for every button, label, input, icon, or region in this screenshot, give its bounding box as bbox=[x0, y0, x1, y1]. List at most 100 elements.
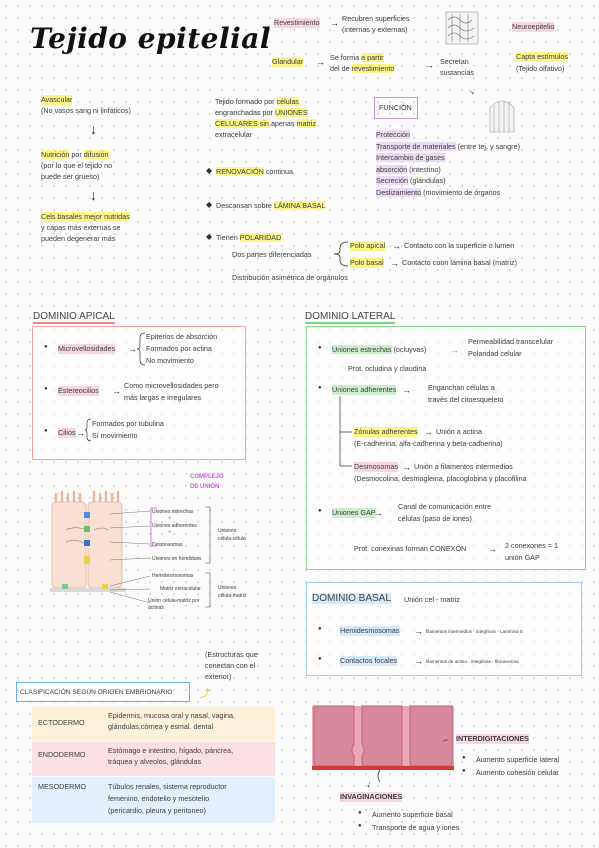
dominio-lateral-box bbox=[306, 326, 586, 570]
funcion-item: Intercambio de gases bbox=[376, 153, 445, 162]
estereo-text-2: más largas e irregulares bbox=[124, 393, 202, 402]
clasificacion-row-text: femenino, endotelio y mesotelio bbox=[108, 794, 210, 803]
curved-arrow-icon: ⤴ bbox=[200, 689, 210, 700]
estereocilios-label: Estereocilios bbox=[58, 386, 99, 396]
diagram-label: Uniones adherentes bbox=[152, 523, 197, 529]
funcion-heading: FUNCIÓN bbox=[379, 103, 412, 112]
connector-lines bbox=[339, 396, 352, 467]
clasificacion-row-text: Estómago e intestino, hígado, páncrea, bbox=[108, 746, 234, 755]
revestimiento-label: Revestimiento bbox=[274, 18, 320, 28]
diagram-label: Desmosomas bbox=[152, 542, 183, 548]
cell-junction-illustration bbox=[50, 490, 126, 592]
funcion-item: Transporte de materiales (entre tej. y s… bbox=[376, 141, 520, 151]
bullet-icon: ● bbox=[462, 755, 466, 761]
por-lo-text-1: (por lo que el tejido no bbox=[41, 161, 113, 170]
hemidesmosomas-desc: filamentos intermedios - integrinas - La… bbox=[426, 629, 523, 634]
arrow-icon: → bbox=[465, 84, 480, 98]
clasificacion-heading: CLASIFICACIÓN SEGÚN ORIGEN EMBRIONARIO bbox=[20, 689, 173, 696]
invag-item: Aumento superficie basal bbox=[372, 810, 453, 819]
arrow-icon: → bbox=[128, 344, 137, 354]
polo-basal-label: Polo basal bbox=[350, 258, 384, 268]
zonulas-label: Zónulas adherentes bbox=[354, 427, 418, 437]
contactos-focales-label: Contactos focales bbox=[340, 656, 398, 666]
conexinas-text: Prot. conexinas forman CONEXÓN bbox=[354, 544, 467, 553]
arrow-icon: → bbox=[374, 508, 383, 518]
uniones-cm-2: célula-matriz bbox=[218, 593, 247, 599]
bullet-icon: ● bbox=[358, 810, 362, 816]
arrow-icon: → bbox=[402, 462, 411, 472]
tejido-olfativo: (Tejido olfativo) bbox=[516, 64, 565, 73]
dominio-basal-heading: DOMINIO BASAL bbox=[312, 593, 391, 604]
capas-text-2: pueden degenerar más bbox=[41, 234, 116, 243]
descansan-text: Descansan sobre LÁMINA BASAL bbox=[216, 201, 326, 210]
union-filamentos-text: Unión a filamentos intermedios bbox=[414, 462, 513, 471]
complejo-bracket bbox=[150, 507, 157, 547]
canal-text-2: células (paso de iones) bbox=[398, 514, 472, 523]
clasificacion-heading-box bbox=[16, 682, 190, 702]
canal-text-1: Canal de comunicación entre bbox=[398, 502, 492, 511]
clasificacion-row-name: MESODERMO bbox=[38, 782, 86, 791]
distribucion-text: Distribución asimétrica de orgánulos bbox=[232, 273, 348, 282]
permeabilidad-text: Permeabilidad transcelular bbox=[468, 337, 554, 346]
arrow-icon: → bbox=[450, 345, 459, 355]
avascular-label: Avascular bbox=[41, 95, 73, 105]
estereo-text-1: Como microvellosidades pero bbox=[124, 381, 219, 390]
diamond-bullet-icon: ◆ bbox=[206, 232, 213, 241]
desmocolina-text: (Desmocolina, desmogleina, placoglobina … bbox=[354, 474, 527, 483]
bullet-icon: ● bbox=[44, 344, 48, 350]
diagram-brackets bbox=[205, 506, 211, 608]
diamond-bullet-icon: ◆ bbox=[206, 200, 213, 209]
epithelium-illustration bbox=[445, 11, 479, 45]
diamond-bullet-icon: ◆ bbox=[206, 166, 213, 175]
capas-text-1: y capas más externas se bbox=[41, 223, 121, 232]
diagram-plus: + bbox=[168, 516, 172, 522]
bullet-icon: ● bbox=[318, 626, 322, 632]
tienen-text: Tienen POLARIDAD bbox=[216, 233, 282, 242]
interdigitaciones-illustration bbox=[312, 705, 454, 783]
gland-illustration bbox=[489, 100, 515, 133]
renovacion-text: RENOVACIÓN continua bbox=[216, 167, 293, 176]
bullet-icon: ● bbox=[318, 656, 322, 662]
desmosomas-label: Desmosomas bbox=[354, 462, 398, 472]
diagram-label: Unión célula-matriz por actinas bbox=[148, 598, 200, 611]
recubren-text-2: (internas y externas) bbox=[342, 25, 408, 34]
funcion-item: absorción (intestino) bbox=[376, 164, 441, 174]
cilios-item: Sí movimiento bbox=[92, 431, 138, 440]
polo-apical-label: Polo apical bbox=[350, 241, 386, 251]
funcion-item: Secreción (glándulas) bbox=[376, 176, 446, 185]
clasificacion-row bbox=[32, 707, 275, 741]
se-forma-line-1: Se forma a partir bbox=[330, 53, 384, 62]
uniones-gap-label: Uniones GAP bbox=[332, 508, 376, 518]
bullet-icon: ● bbox=[44, 428, 48, 434]
bullet-icon: ● bbox=[358, 823, 362, 829]
dominio-apical-heading: DOMINIO APICAL bbox=[33, 311, 115, 324]
interdig-item: Aumento cohesión celular bbox=[476, 768, 559, 777]
micro-item: No movimiento bbox=[146, 356, 194, 365]
nutricion-text: Nutrición por difusión bbox=[41, 150, 109, 159]
arrow-icon: → bbox=[76, 428, 85, 438]
neuroepitelio-label: Neuroepitelio bbox=[512, 22, 555, 32]
union-cel-matriz-text: Unión cel - matriz bbox=[404, 595, 460, 604]
secretan-text-2: sustancias bbox=[440, 68, 474, 77]
arrow-icon: → bbox=[425, 60, 434, 70]
contacto-lumen-text: Contacto con la superficie o lumen bbox=[404, 241, 515, 250]
enganchan-text-2: través del citoesqueleto bbox=[428, 395, 504, 404]
tejido-line-2: engranchadas por UNIONES bbox=[215, 108, 308, 117]
union-actina-text: Unión a actina bbox=[436, 427, 482, 436]
arrow-icon: → bbox=[390, 258, 399, 268]
down-arrow-icon: ↓ bbox=[90, 187, 97, 203]
microvellosidades-label: Microvellosidades bbox=[58, 344, 116, 354]
invaginaciones-heading: INVAGINACIONES bbox=[340, 792, 403, 802]
complejo-label-1: COMPLEJO bbox=[190, 474, 224, 480]
clasificacion-row-text: Epidermis, mucosa oral y nasal, vagina, bbox=[108, 711, 236, 720]
arrow-icon: → bbox=[112, 386, 121, 396]
arrow-icon: → bbox=[424, 427, 433, 437]
contacto-lamina-text: Contacto coon lámina basal (matriz) bbox=[402, 258, 518, 267]
enganchan-text-1: Enganchan células a bbox=[428, 383, 495, 392]
micro-item: Formados por actina bbox=[146, 344, 212, 353]
bullet-icon: ● bbox=[44, 386, 48, 392]
complejo-label-2: DE UNIÓN bbox=[190, 484, 220, 490]
tejido-line-4: extracelular bbox=[215, 130, 253, 139]
cilios-item: Formados por tubulina bbox=[92, 419, 164, 428]
micro-item: Epiterios de absorción bbox=[146, 332, 218, 341]
